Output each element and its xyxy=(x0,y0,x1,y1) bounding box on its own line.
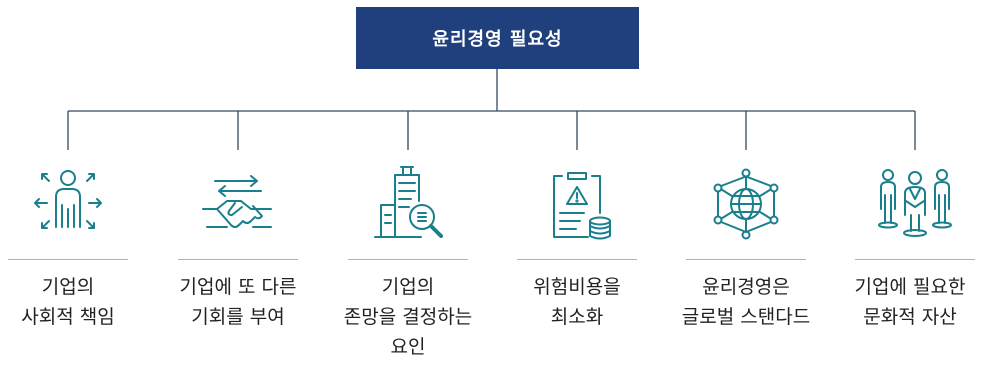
label-global-standard: 윤리경영은 글로벌 스탠다드 xyxy=(681,276,811,328)
node-minimize-risk xyxy=(512,165,642,243)
people-group-icon xyxy=(878,169,952,237)
label-cultural-asset: 기업에 필요한 문화적 자산 xyxy=(854,276,966,328)
separator-4 xyxy=(517,259,637,260)
risk-clipboard-coins-icon xyxy=(553,172,611,240)
separator-2 xyxy=(178,259,298,260)
root-title-box: 윤리경영 필요성 xyxy=(356,7,639,69)
handshake-icon xyxy=(202,175,272,228)
node-cultural-asset xyxy=(850,165,980,243)
node-new-opportunity xyxy=(173,165,303,243)
globe-network-icon xyxy=(713,168,779,240)
label-new-opportunity: 기업에 또 다른 기회를 부여 xyxy=(179,276,297,328)
label-minimize-risk: 위험비용을 최소화 xyxy=(533,276,621,328)
label-survival-factor: 기업의 존망을 결정하는 요인 xyxy=(343,276,473,358)
separator-6 xyxy=(855,259,975,260)
node-survival-factor xyxy=(343,165,473,243)
building-magnifier-icon xyxy=(374,166,443,238)
node-global-standard xyxy=(681,165,811,243)
person-arrows-icon xyxy=(34,170,102,229)
root-title: 윤리경영 필요성 xyxy=(432,29,563,50)
node-social-responsibility xyxy=(3,165,133,243)
separator-1 xyxy=(8,259,128,260)
separator-3 xyxy=(348,259,468,260)
label-social-responsibility: 기업의 사회적 책임 xyxy=(21,276,115,328)
separator-5 xyxy=(686,259,806,260)
